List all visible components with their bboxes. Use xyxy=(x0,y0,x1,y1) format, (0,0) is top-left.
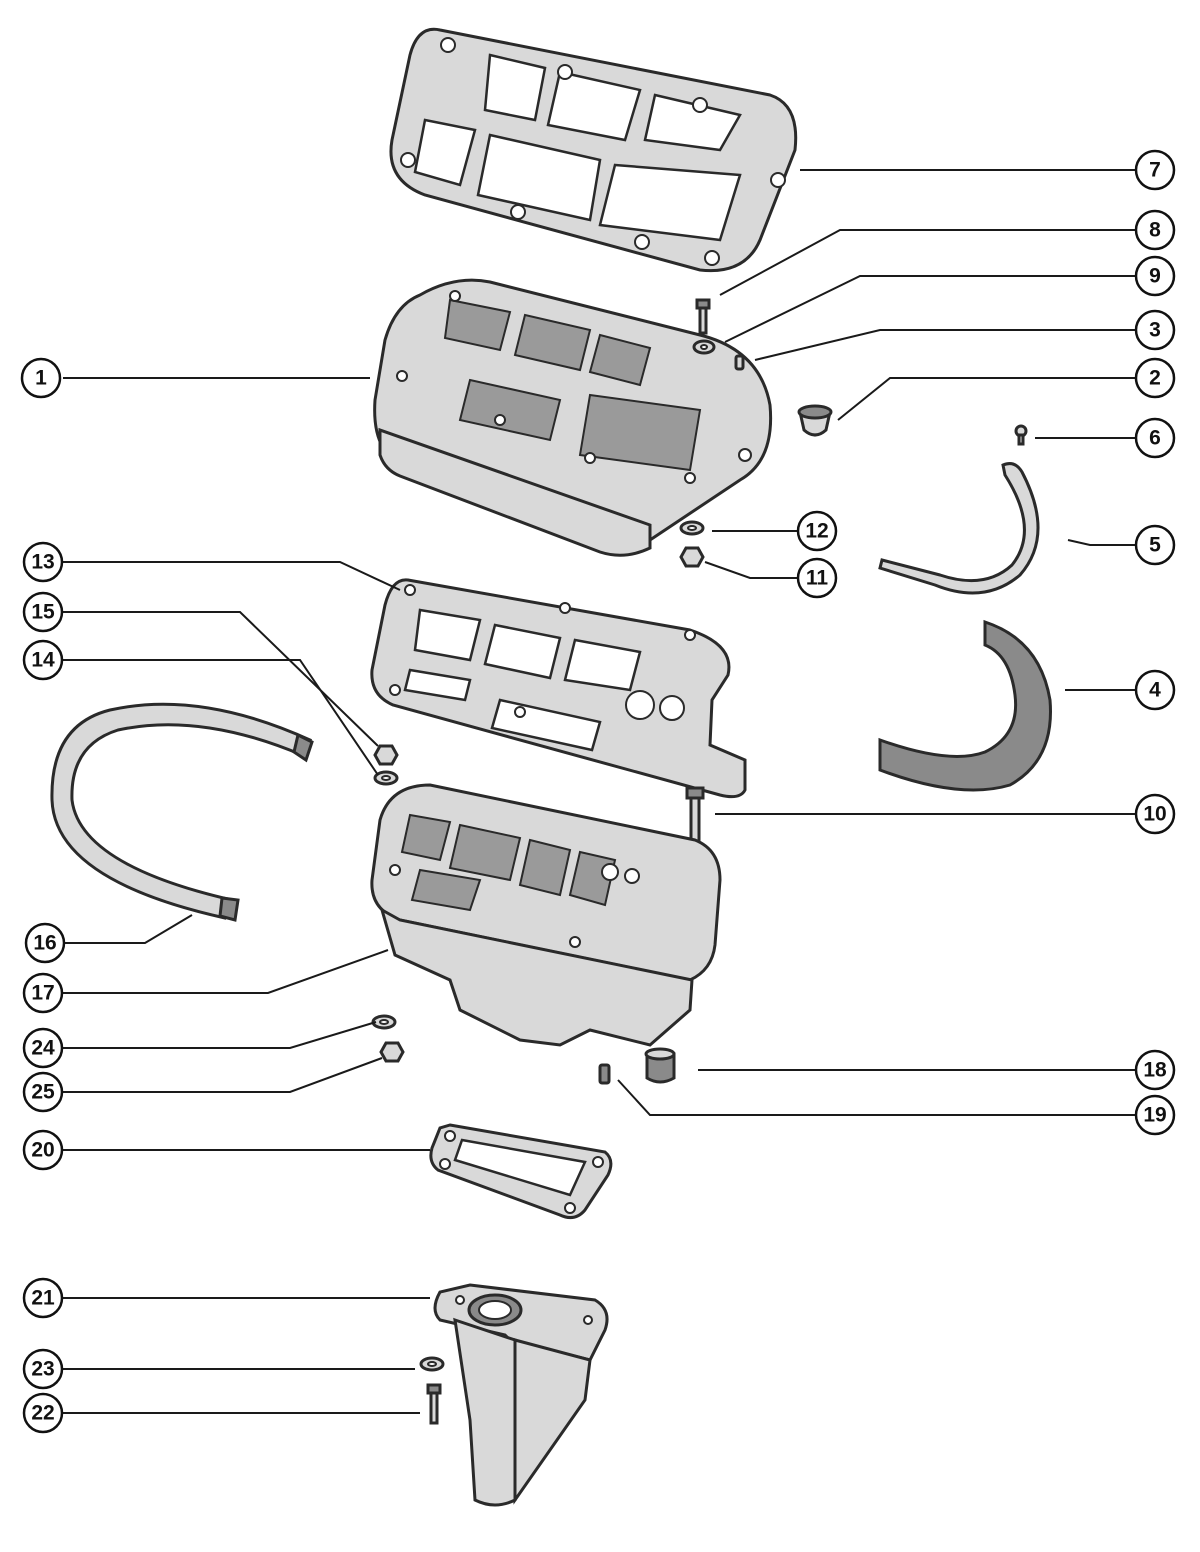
upper-housing-part-1 xyxy=(373,278,773,557)
washer-part-12 xyxy=(679,520,705,536)
seal-part-4 xyxy=(878,619,1052,792)
callout-label: 13 xyxy=(31,551,54,574)
callout-label: 22 xyxy=(31,1402,54,1425)
washer-part-23 xyxy=(419,1356,445,1372)
callout-16: 16 xyxy=(24,922,66,964)
exhaust-tube-part-21 xyxy=(433,1283,609,1507)
callout-label: 9 xyxy=(1149,265,1161,288)
callout-label: 17 xyxy=(31,982,54,1005)
callout-9: 9 xyxy=(1134,255,1176,297)
nut-part-25 xyxy=(379,1041,405,1063)
callout-1: 1 xyxy=(20,357,62,399)
lower-housing-part-17 xyxy=(370,783,722,1047)
large-seal-strip-part-16 xyxy=(50,702,314,922)
callout-8: 8 xyxy=(1134,209,1176,251)
callout-label: 1 xyxy=(35,367,47,390)
callout-12: 12 xyxy=(796,510,838,552)
callout-label: 5 xyxy=(1149,534,1161,557)
callout-label: 15 xyxy=(31,601,55,624)
washer-part-24 xyxy=(371,1014,397,1030)
callout-4: 4 xyxy=(1134,669,1176,711)
callout-label: 14 xyxy=(31,649,55,672)
bushing-part-18 xyxy=(644,1047,676,1084)
bushing-part-2 xyxy=(797,404,833,437)
bolt-part-8 xyxy=(695,298,711,335)
callout-label: 3 xyxy=(1149,319,1161,342)
callout-25: 25 xyxy=(22,1071,64,1113)
callout-label: 12 xyxy=(805,520,828,543)
callout-label: 4 xyxy=(1149,679,1161,702)
callout-5: 5 xyxy=(1134,524,1176,566)
callout-3: 3 xyxy=(1134,309,1176,351)
leader-lines xyxy=(63,169,1136,1414)
washer-part-9 xyxy=(692,339,716,355)
callout-label: 6 xyxy=(1149,427,1161,450)
callout-21: 21 xyxy=(22,1277,64,1319)
pin-part-19 xyxy=(598,1063,611,1085)
nut-part-11 xyxy=(679,546,705,568)
callout-20: 20 xyxy=(22,1129,64,1171)
callout-label: 10 xyxy=(1143,803,1166,826)
callout-label: 19 xyxy=(1143,1104,1166,1127)
middle-gasket-part-13 xyxy=(370,578,747,799)
callout-7: 7 xyxy=(1134,149,1176,191)
callout-23: 23 xyxy=(22,1348,64,1390)
callout-label: 23 xyxy=(31,1358,54,1381)
callout-10: 10 xyxy=(1134,793,1176,835)
callout-label: 2 xyxy=(1149,367,1161,390)
callout-label: 25 xyxy=(31,1081,55,1104)
callout-label: 18 xyxy=(1143,1059,1167,1082)
pin-part-3 xyxy=(734,354,745,371)
callout-17: 17 xyxy=(22,972,64,1014)
callout-14: 14 xyxy=(22,639,64,681)
callout-13: 13 xyxy=(22,541,64,583)
nut-part-15 xyxy=(373,744,399,766)
washer-part-14 xyxy=(373,770,399,786)
callout-24: 24 xyxy=(22,1027,64,1069)
callout-2: 2 xyxy=(1134,357,1176,399)
callout-15: 15 xyxy=(22,591,64,633)
small-gasket-part-20 xyxy=(429,1123,613,1220)
callout-19: 19 xyxy=(1134,1094,1176,1136)
callout-6: 6 xyxy=(1134,417,1176,459)
callout-22: 22 xyxy=(22,1392,64,1434)
callout-label: 11 xyxy=(806,567,829,590)
seal-strip-part-5 xyxy=(878,462,1040,595)
callout-label: 24 xyxy=(31,1037,55,1060)
bolt-part-22 xyxy=(426,1383,442,1425)
callout-label: 16 xyxy=(33,932,56,955)
callout-label: 8 xyxy=(1149,219,1161,242)
top-gasket-part-7 xyxy=(389,27,798,273)
callout-18: 18 xyxy=(1134,1049,1176,1091)
screw-part-6 xyxy=(1014,424,1028,446)
callout-label: 21 xyxy=(31,1287,55,1310)
callout-label: 7 xyxy=(1149,159,1161,182)
callout-label: 20 xyxy=(31,1139,54,1162)
callout-11: 11 xyxy=(796,557,838,599)
